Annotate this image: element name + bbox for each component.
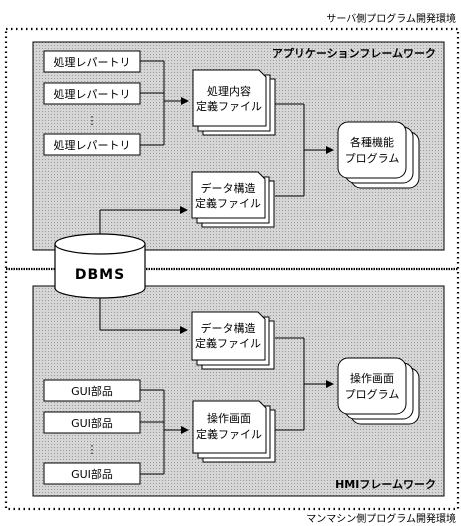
data-struct-lower-line1: データ構造	[201, 321, 256, 335]
data-struct-upper-line1: データ構造	[201, 181, 256, 195]
reporter-label: 処理レパートリ	[54, 139, 131, 152]
screen-def-line1: 操作画面	[207, 411, 251, 425]
data-struct-upper-line2: 定義ファイル	[195, 196, 261, 210]
screen-def-line2: 定義ファイル	[196, 427, 262, 441]
screen-def-file: 操作画面 定義ファイル	[192, 400, 276, 463]
gui-ellipsis: ⋮	[87, 443, 98, 456]
reporter-box: 処理レパートリ	[43, 50, 141, 73]
dbms-connectors	[99, 206, 188, 334]
reporter-label: 処理レパートリ	[54, 88, 131, 101]
reporter-ellipsis: ⋮	[87, 114, 98, 127]
data-struct-file-upper: データ構造 定義ファイル	[191, 171, 275, 228]
app-program-line1: 各種機能	[350, 135, 394, 149]
gui-connectors	[140, 389, 189, 475]
gui-part-label: GUI部品	[71, 467, 113, 481]
proc-def-file: 処理内容 定義ファイル	[192, 69, 276, 136]
proc-def-line2: 定義ファイル	[196, 99, 262, 113]
reporter-connectors	[140, 60, 189, 146]
app-framework-label: アプリケーションフレームワーク	[272, 46, 436, 60]
screen-program-line1: 操作画面	[350, 371, 394, 385]
dbms-label: DBMS	[75, 267, 125, 283]
upper-merge-connectors	[275, 103, 334, 197]
proc-def-line1: 処理内容	[207, 84, 251, 98]
gui-part-box: GUI部品	[43, 379, 141, 402]
dbms-cylinder: DBMS	[54, 233, 146, 299]
reporter-box: 処理レパートリ	[43, 82, 141, 105]
data-struct-file-lower: データ構造 定義ファイル	[191, 311, 275, 370]
reporter-box: 処理レパートリ	[43, 133, 141, 156]
data-struct-lower-line2: 定義ファイル	[195, 336, 261, 350]
client-env-label: マンマシン側プログラム開発環境	[306, 512, 456, 525]
server-env-label: サーバ側プログラム開発環境	[326, 12, 456, 25]
lower-merge-connectors	[275, 337, 334, 431]
gui-part-box: GUI部品	[43, 411, 141, 434]
app-program-box: 各種機能 プログラム	[337, 121, 420, 189]
client-env-border	[4, 267, 460, 511]
reporter-label: 処理レパートリ	[54, 56, 131, 69]
hmi-framework-label: HMIフレームワーク	[335, 478, 436, 491]
server-env-border	[4, 27, 460, 271]
gui-part-box: GUI部品	[43, 462, 141, 485]
gui-part-label: GUI部品	[71, 384, 113, 398]
app-program-line2: プログラム	[345, 151, 400, 165]
gui-part-label: GUI部品	[71, 416, 113, 430]
screen-program-box: 操作画面 プログラム	[337, 357, 420, 425]
screen-program-line2: プログラム	[345, 387, 400, 401]
